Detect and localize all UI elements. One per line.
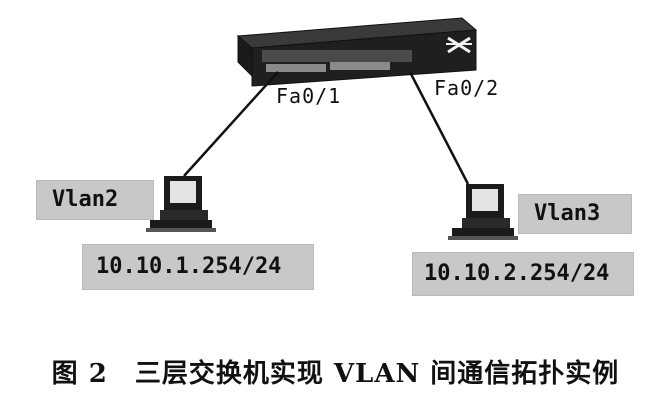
vlan-label-box-left: Vlan2 [36, 180, 154, 220]
port-label-fa0-1: Fa0/1 [276, 84, 342, 108]
vlan-label-right: Vlan3 [534, 201, 601, 226]
figure-caption: 图 2 三层交换机实现 VLAN 间通信拓扑实例 [51, 359, 620, 389]
ip-address-left: 10.10.1.254/24 [96, 254, 282, 279]
vlan-label-box-right: Vlan3 [518, 194, 632, 234]
ip-address-box-left: 10.10.1.254/24 [82, 244, 314, 290]
computer-icon [146, 176, 216, 232]
switch-icon [236, 17, 478, 87]
ip-address-box-right: 10.10.2.254/24 [412, 252, 634, 296]
link-right [408, 71, 470, 185]
ip-address-right: 10.10.2.254/24 [424, 261, 610, 286]
link-left [183, 71, 279, 177]
vlan-label-left: Vlan2 [52, 187, 119, 212]
computer-icon [448, 184, 518, 240]
port-label-fa0-2: Fa0/2 [434, 76, 500, 100]
